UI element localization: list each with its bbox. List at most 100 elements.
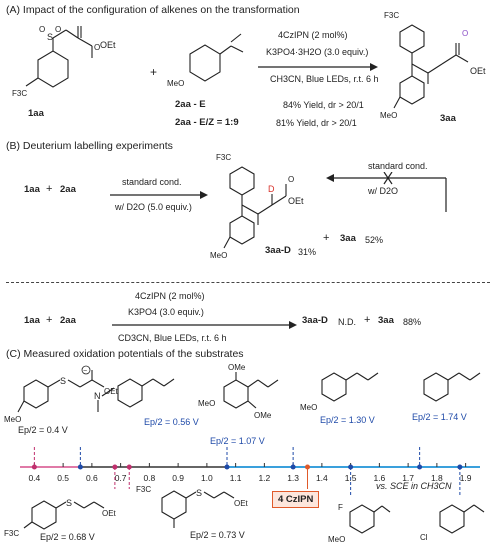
molecule-3aa: F3C O MeO: [380, 11, 469, 120]
axis-tick-label: 1.4: [316, 473, 328, 483]
potential-point: [77, 464, 83, 470]
svg-text:MeO: MeO: [167, 79, 184, 88]
result-a-2: 81% Yield, dr > 20/1: [276, 118, 357, 128]
cond-a-1: 4CzIPN (2 mol%): [278, 30, 348, 40]
reaction-arrow-b: [110, 191, 208, 199]
f3c-label: F3C: [12, 89, 27, 98]
b2-product2: 3aa: [378, 315, 394, 326]
svg-text:MeO: MeO: [210, 251, 227, 260]
svg-text:F3C: F3C: [216, 153, 231, 162]
axis-tick-label: 0.4: [28, 473, 40, 483]
pot-0-68: Ep/2 = 0.68 V: [40, 532, 95, 542]
molecule-c-chloro: Cl: [420, 504, 485, 542]
svg-text:OMe: OMe: [254, 411, 272, 420]
svg-text:F: F: [338, 503, 343, 512]
b-product2: 3aa: [340, 233, 356, 244]
molecule-c-fluoro: F MeO: [328, 503, 391, 544]
b2-yield: 88%: [403, 317, 422, 327]
plus-a: +: [150, 65, 158, 79]
axis-tick-label: 1.9: [460, 473, 472, 483]
molecule-c-trimethoxy: OMe MeO OMe: [198, 363, 279, 420]
svg-text:S: S: [60, 376, 66, 386]
b-cond-bottom: w/ D2O (5.0 equiv.): [115, 202, 192, 212]
oet-3aa: OEt: [470, 66, 486, 76]
axis-tick-label: 1.7: [402, 473, 414, 483]
molecule-3aa-d: F3C D O MeO: [210, 153, 294, 260]
axis-tick-label: 1.6: [373, 473, 385, 483]
axis-tick-label: 1.1: [230, 473, 242, 483]
label-1aa: 1aa: [28, 108, 44, 119]
axis-tick-label: 1.2: [258, 473, 270, 483]
svg-text:MeO: MeO: [328, 535, 345, 544]
axis-tick-label: 0.9: [172, 473, 184, 483]
cond-a-3: CH3CN, Blue LEDs, r.t. 6 h: [270, 74, 379, 84]
b2-cond3: CD3CN, Blue LEDs, r.t. 6 h: [118, 333, 227, 343]
pot-0-73: Ep/2 = 0.73 V: [190, 530, 245, 540]
pot-0-56: Ep/2 = 0.56 V: [144, 417, 199, 427]
svg-text:MeO: MeO: [198, 399, 215, 408]
potential-point: [417, 464, 423, 470]
axis-tick-label: 0.6: [86, 473, 98, 483]
svg-text:O: O: [94, 43, 100, 52]
b-left1: 1aa: [24, 184, 40, 195]
potential-point: [224, 464, 230, 470]
potential-point: [112, 464, 118, 470]
b2-left2: 2aa: [60, 315, 76, 326]
b-reverse-cond2: w/ D2O: [368, 186, 399, 196]
svg-text:N: N: [94, 391, 101, 401]
svg-text:S: S: [196, 488, 202, 498]
label-3aa: 3aa: [440, 113, 456, 124]
section-c-heading: (C) Measured oxidation potentials of the…: [6, 348, 244, 360]
svg-text:D: D: [268, 184, 275, 194]
pot-1-74: Ep/2 = 1.74 V: [412, 412, 467, 422]
svg-text:S: S: [47, 32, 53, 42]
molecule-c-sulfone-ome: S − MeO OEt: [4, 365, 119, 424]
oet-1aa: OEt: [100, 40, 116, 50]
axis-tick-label: 1.8: [431, 473, 443, 483]
svg-text:O: O: [288, 175, 294, 184]
axis-tick-label: 0.7: [115, 473, 127, 483]
svg-text:OEt: OEt: [234, 499, 249, 508]
svg-text:Cl: Cl: [420, 533, 428, 542]
svg-text:OEt: OEt: [102, 509, 117, 518]
potential-point-bottom: [457, 464, 463, 470]
result-a-1: 84% Yield, dr > 20/1: [283, 100, 364, 110]
axis-tick-label: 0.8: [143, 473, 155, 483]
svg-text:F3C: F3C: [384, 11, 399, 20]
svg-text:O: O: [462, 29, 468, 38]
label-2aa-ez: 2aa - E/Z = 1:9: [175, 117, 239, 128]
molecule-c-styrene: [423, 372, 481, 402]
svg-text:O: O: [39, 25, 45, 34]
svg-text:F3C: F3C: [4, 529, 19, 538]
pot-1-30: Ep/2 = 1.30 V: [320, 415, 375, 425]
molecule-c-amine: N: [94, 378, 175, 412]
axis-tick-label: 0.5: [57, 473, 69, 483]
svg-text:S: S: [66, 498, 72, 508]
catalyst-box: 4 CzIPN: [272, 491, 320, 508]
b-cond-top: standard cond.: [122, 177, 182, 187]
b2-cond2: K3PO4 (3.0 equiv.): [128, 307, 204, 317]
molecule-1aa: S O O O F3C: [12, 25, 100, 98]
b-left2: 2aa: [60, 184, 76, 195]
potential-point: [290, 464, 296, 470]
b-product1-yield: 31%: [298, 247, 317, 257]
b2-cond1: 4CzIPN (2 mol%): [135, 291, 205, 301]
b-product1: 3aa-D: [265, 245, 291, 256]
molecule-2aa: MeO: [167, 33, 244, 88]
svg-text:MeO: MeO: [380, 111, 397, 120]
reaction-arrow-a: [258, 63, 378, 71]
axis-tick-label: 1.0: [201, 473, 213, 483]
b2-nd: N.D.: [338, 317, 356, 327]
label-2aa-e: 2aa - E: [175, 99, 206, 110]
potential-point: [126, 464, 132, 470]
b-reverse-cond: standard cond.: [368, 161, 428, 171]
oet-3aa-d: OEt: [288, 196, 304, 206]
svg-text:F3C: F3C: [136, 485, 151, 494]
svg-text:MeO: MeO: [300, 403, 317, 412]
reverse-arrow-crossed: [326, 172, 447, 212]
pot-0-4: Ep/2 = 0.4 V: [18, 425, 68, 435]
potential-point-bottom: [348, 464, 354, 470]
svg-text:OEt: OEt: [104, 387, 119, 396]
svg-text:O: O: [55, 25, 61, 34]
reaction-arrow-b2: [112, 321, 297, 329]
